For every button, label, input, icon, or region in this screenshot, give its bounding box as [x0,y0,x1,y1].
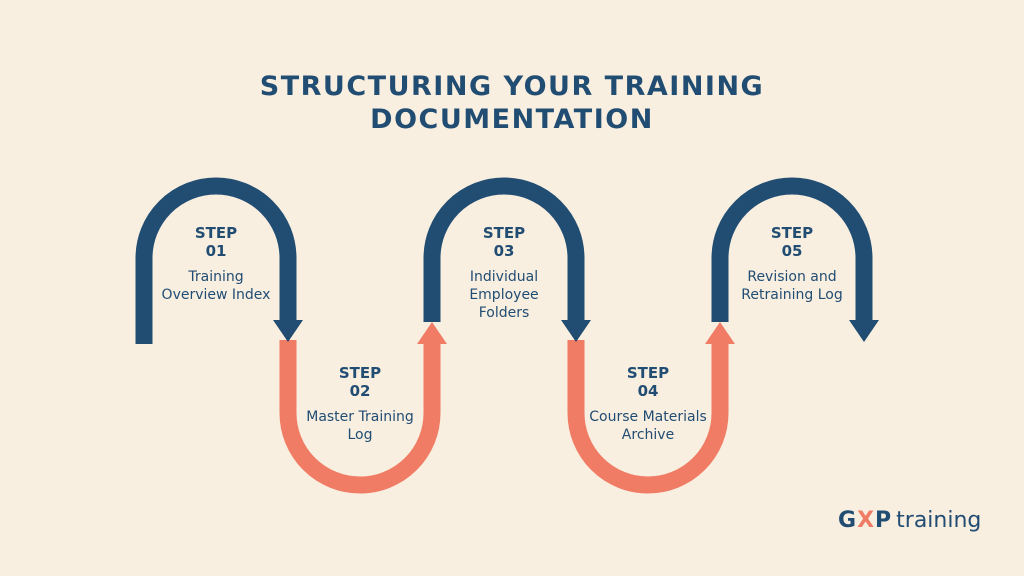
step-text-line: Master Training [306,409,414,425]
step-02-u-curve [279,340,441,494]
logo-brand: GXP [838,508,892,533]
step-label: STEP [482,224,526,242]
step-number: 05 [781,242,803,260]
step-text-line: Folders [478,305,530,321]
step-04: STEP 04 Course Materials Archive [563,364,733,444]
step-text-line: Employee [469,287,539,303]
step-01-arch [135,177,297,344]
step-03: STEP 03 Individual Employee Folders [419,224,589,322]
step-text-line: Archive [621,427,675,443]
arrow-down-icon [849,320,879,342]
step-label: STEP [338,364,382,382]
logo-letter-p: P [875,508,893,533]
step-text-line: Revision and [747,269,837,285]
step-label: STEP [626,364,670,382]
step-02: STEP 02 Master Training Log [275,364,445,444]
step-number: 01 [205,242,227,260]
step-number: 02 [349,382,371,400]
title-line-2: DOCUMENTATION [370,104,654,135]
logo-word: training [896,508,982,533]
step-number: 03 [493,242,515,260]
step-label: STEP [194,224,238,242]
step-01: STEP 01 Training Overview Index [131,224,301,304]
step-04-u-curve [567,340,729,494]
step-text-line: Course Materials [589,409,707,425]
step-number: 04 [637,382,659,400]
page-title: STRUCTURING YOUR TRAINING DOCUMENTATION [0,70,1024,136]
step-text-line: Individual [469,269,539,285]
arrow-up-icon [417,322,447,344]
title-line-1: STRUCTURING YOUR TRAINING [259,71,765,102]
step-label: STEP [770,224,814,242]
logo-letter-x: X [857,508,876,533]
logo-letter-g: G [838,508,858,533]
step-text-line: Log [347,427,373,443]
arrow-down-icon [561,320,591,342]
step-text-line: Overview Index [161,287,271,303]
step-03-arch [423,177,585,322]
arrow-up-icon [705,322,735,344]
step-05: STEP 05 Revision and Retraining Log [707,224,877,304]
arrow-down-icon [273,320,303,342]
step-text-line: Retraining Log [741,287,843,303]
step-05-arch [711,177,873,322]
step-text-line: Training [188,269,244,285]
